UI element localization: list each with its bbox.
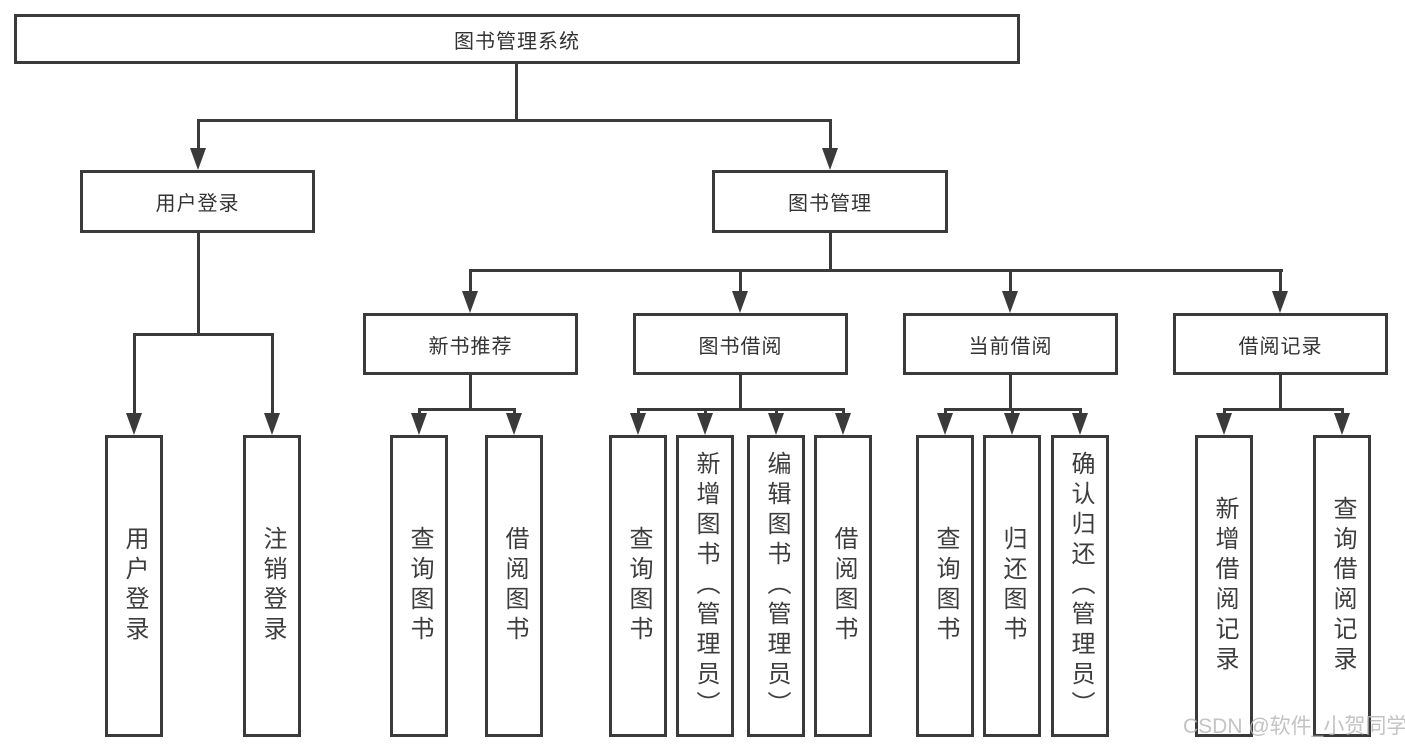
connector-user-login-split <box>133 333 274 336</box>
arrowhead-down-icon <box>1002 291 1018 313</box>
arrowhead-down-icon <box>264 413 280 435</box>
arrowhead-down-icon <box>1004 413 1020 435</box>
node-leaf-query-book-3: 查询图书 <box>916 435 974 737</box>
node-leaf-return-book: 归还图书 <box>983 435 1041 737</box>
node-leaf-query-book-1: 查询图书 <box>390 435 448 737</box>
arrowhead-down-icon <box>190 148 206 170</box>
csdn-watermark: CSDN @软件_小贺同学 <box>1183 715 1405 738</box>
node-leaf-borrow-book-2: 借阅图书 <box>814 435 872 737</box>
arrowhead-down-icon <box>1072 413 1088 435</box>
arrowhead-down-icon <box>411 413 427 435</box>
connector-drop-current-borrow <box>1009 269 1012 294</box>
connector-drop-leaf-user-login <box>133 333 136 417</box>
node-borrow-records: 借阅记录 <box>1173 313 1388 375</box>
node-leaf-logout-label: 注销登录 <box>259 526 286 646</box>
node-book-borrow: 图书借阅 <box>633 313 848 375</box>
node-root: 图书管理系统 <box>14 14 1020 64</box>
node-leaf-return-book-label: 归还图书 <box>999 526 1026 646</box>
connector-borrow-records-split <box>1223 408 1344 411</box>
arrowhead-down-icon <box>768 413 784 435</box>
node-book-mgmt-label: 图书管理 <box>788 193 872 215</box>
node-leaf-add-book: 新增图书（管理员） <box>676 435 734 737</box>
node-leaf-query-book-1-label: 查询图书 <box>406 526 433 646</box>
node-leaf-query-book-3-label: 查询图书 <box>932 526 959 646</box>
node-leaf-logout: 注销登录 <box>243 435 301 737</box>
node-leaf-edit-book: 编辑图书（管理员） <box>747 435 805 737</box>
node-leaf-confirm-return: 确认归还（管理员） <box>1051 435 1109 737</box>
arrowhead-down-icon <box>835 413 851 435</box>
node-user-login-group: 用户登录 <box>80 170 315 233</box>
connector-root-split <box>197 119 832 122</box>
node-leaf-confirm-return-label: 确认归还（管理员） <box>1067 451 1094 721</box>
connector-new-book-rec-split <box>418 408 516 411</box>
connector-book-borrow-split <box>637 408 845 411</box>
connector-drop-new-book-rec <box>469 269 472 294</box>
arrowhead-down-icon <box>822 148 838 170</box>
node-leaf-user-login: 用户登录 <box>105 435 163 737</box>
node-leaf-query-record: 查询借阅记录 <box>1313 435 1371 737</box>
connector-root-trunk <box>515 64 518 120</box>
node-book-borrow-label: 图书借阅 <box>698 335 783 358</box>
arrowhead-down-icon <box>630 413 646 435</box>
node-leaf-borrow-book-2-label: 借阅图书 <box>830 526 857 646</box>
node-leaf-edit-book-label: 编辑图书（管理员） <box>763 451 790 721</box>
node-leaf-borrow-book-1-label: 借阅图书 <box>501 526 528 646</box>
connector-drop-book-mgmt <box>829 119 832 150</box>
arrowhead-down-icon <box>1216 413 1232 435</box>
arrowhead-down-icon <box>126 413 142 435</box>
node-leaf-add-record-label: 新增借阅记录 <box>1211 496 1238 676</box>
node-borrow-records-label: 借阅记录 <box>1238 335 1323 358</box>
connector-book-borrow-trunk <box>739 375 742 411</box>
connector-user-login-trunk <box>197 233 200 335</box>
arrowhead-down-icon <box>462 291 478 313</box>
connector-new-book-rec-trunk <box>469 375 472 411</box>
node-leaf-user-login-label: 用户登录 <box>121 526 148 646</box>
node-new-book-rec: 新书推荐 <box>363 313 578 375</box>
node-book-mgmt: 图书管理 <box>712 170 948 233</box>
connector-current-borrow-trunk <box>1009 375 1012 411</box>
node-root-label: 图书管理系统 <box>454 30 580 53</box>
connector-drop-book-borrow <box>739 269 742 294</box>
connector-drop-leaf-logout <box>271 333 274 417</box>
arrowhead-down-icon <box>1334 413 1350 435</box>
connector-borrow-records-trunk <box>1279 375 1282 411</box>
arrowhead-down-icon <box>732 291 748 313</box>
node-new-book-rec-label: 新书推荐 <box>428 335 513 358</box>
arrowhead-down-icon <box>506 413 522 435</box>
arrowhead-down-icon <box>697 413 713 435</box>
node-current-borrow-label: 当前借阅 <box>968 335 1053 358</box>
node-user-login-group-label: 用户登录 <box>155 193 240 215</box>
connector-book-mgmt-split <box>469 269 1283 272</box>
arrowhead-down-icon <box>937 413 953 435</box>
connector-book-mgmt-trunk <box>829 233 832 271</box>
connector-drop-borrow-records <box>1279 269 1282 294</box>
arrowhead-down-icon <box>1272 291 1288 313</box>
connector-drop-user-login-group <box>197 119 200 150</box>
node-leaf-query-book-2-label: 查询图书 <box>625 526 652 646</box>
node-current-borrow: 当前借阅 <box>903 313 1118 375</box>
node-leaf-add-record: 新增借阅记录 <box>1195 435 1253 737</box>
node-leaf-borrow-book-1: 借阅图书 <box>485 435 543 737</box>
node-leaf-query-record-label: 查询借阅记录 <box>1329 496 1356 676</box>
node-leaf-add-book-label: 新增图书（管理员） <box>692 451 719 721</box>
node-leaf-query-book-2: 查询图书 <box>609 435 667 737</box>
